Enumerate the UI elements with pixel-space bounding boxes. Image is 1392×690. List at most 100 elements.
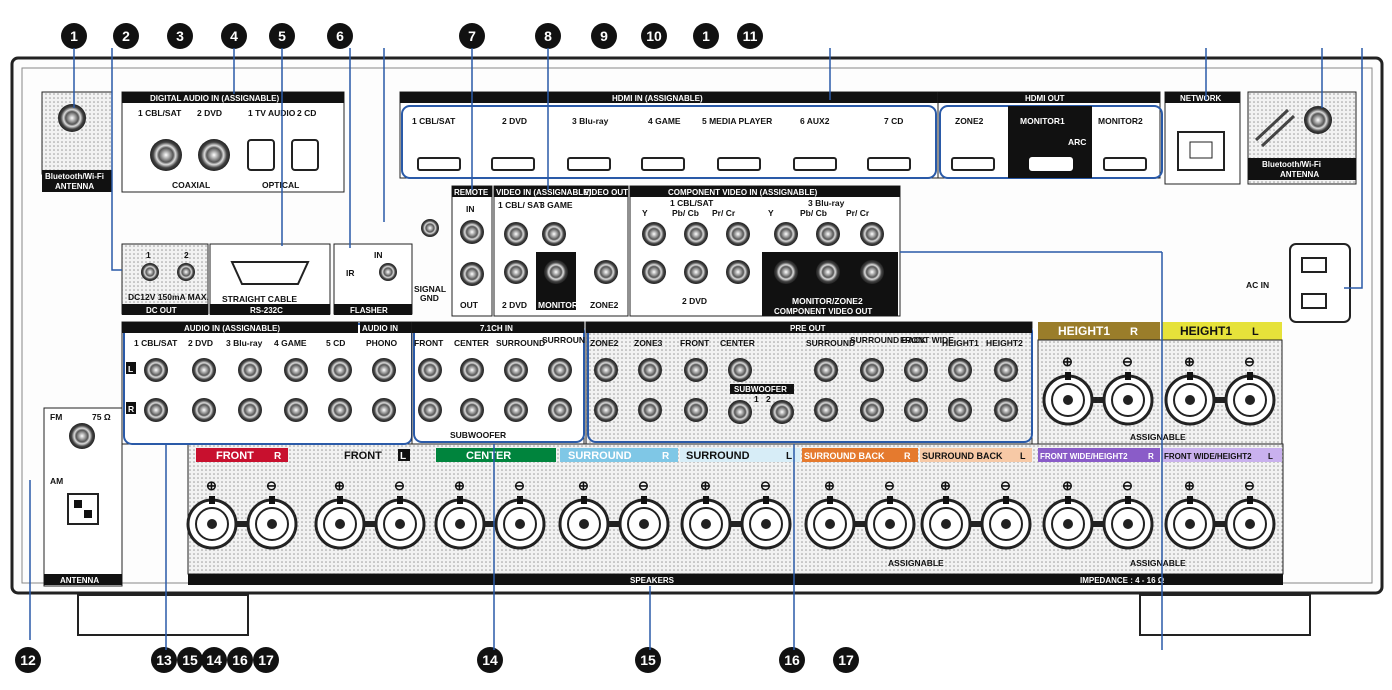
preout-jack-front-r[interactable] [684, 398, 708, 422]
video-jack-2[interactable] [504, 260, 528, 284]
callout-top-12 [737, 23, 763, 49]
comp-monitor-pr[interactable] [860, 260, 884, 284]
preout-jack-sub2[interactable] [770, 400, 794, 424]
video-jack-1[interactable] [504, 222, 528, 246]
video-monitor-jack[interactable] [544, 260, 568, 284]
optical-jack-1[interactable] [247, 139, 275, 171]
front-r-r: R [274, 451, 282, 462]
comp-jack-3y[interactable] [774, 222, 798, 246]
am-terminal[interactable] [67, 493, 99, 525]
preout-jack-zone2-l[interactable] [594, 358, 618, 382]
flasher-jack[interactable] [379, 263, 397, 281]
coaxial-jack-2[interactable] [198, 139, 230, 171]
leader-ac-in [1344, 48, 1363, 289]
audio-jack-4l[interactable] [284, 358, 308, 382]
front-r-minus-terminal-hole [267, 519, 277, 529]
surround-l-header [680, 448, 800, 462]
preout-jack-zone2-r[interactable] [594, 398, 618, 422]
comp-monitor-y[interactable] [774, 260, 798, 284]
preout-jack-h2-l[interactable] [994, 358, 1018, 382]
callout-top-11 [693, 23, 719, 49]
hdmi-out-port-monitor1[interactable] [1029, 157, 1073, 171]
ac-in-socket[interactable] [1289, 243, 1351, 323]
ch71-jack-sb-r[interactable] [548, 398, 572, 422]
audio-jack-2r[interactable] [192, 398, 216, 422]
preout-jack-front-l[interactable] [684, 358, 708, 382]
hdmi-port-5[interactable] [717, 157, 761, 171]
audio-jack-5l[interactable] [328, 358, 352, 382]
rs232c-label-bg [210, 304, 330, 315]
preout-jack-fw-l[interactable] [904, 358, 928, 382]
phono-jack-l[interactable] [372, 358, 396, 382]
comp-jack-2pb[interactable] [684, 260, 708, 284]
preout-jack-zone3-r[interactable] [638, 398, 662, 422]
audio-jack-3r[interactable] [238, 398, 262, 422]
bt-left-label1: Bluetooth/Wi-Fi [45, 172, 104, 181]
rs232c-port[interactable] [230, 261, 310, 285]
fm-jack[interactable] [69, 423, 95, 449]
remote-out-jack[interactable] [460, 262, 484, 286]
dc-jack-1[interactable] [141, 263, 159, 281]
audio-jack-1r[interactable] [144, 398, 168, 422]
coaxial-jack-1[interactable] [150, 139, 182, 171]
surround-l-l: L [786, 451, 792, 462]
center-plus-terminal-post [457, 496, 463, 504]
audio-jack-3l[interactable] [238, 358, 262, 382]
video-zone2-jack[interactable] [594, 260, 618, 284]
bt-antenna-right-jack[interactable] [1304, 106, 1332, 134]
component-in-2: 2 DVD [682, 296, 707, 306]
preout-sub2: 2 [766, 394, 771, 404]
preout-jack-sb-r[interactable] [860, 398, 884, 422]
phono-jack-r[interactable] [372, 398, 396, 422]
comp-jack-1y[interactable] [642, 222, 666, 246]
comp-jack-2y[interactable] [642, 260, 666, 284]
preout-jack-center[interactable] [728, 358, 752, 382]
remote-in-jack[interactable] [460, 220, 484, 244]
preout-jack-surround-r[interactable] [814, 398, 838, 422]
ch71-jack-surround-l[interactable] [504, 358, 528, 382]
preout-jack-sub1[interactable] [728, 400, 752, 424]
hdmi-port-1[interactable] [417, 157, 461, 171]
audio-jack-1l[interactable] [144, 358, 168, 382]
optical-jack-2[interactable] [291, 139, 319, 171]
hdmi-port-4[interactable] [641, 157, 685, 171]
comp-jack-2pr[interactable] [726, 260, 750, 284]
preout-jack-surround-l[interactable] [814, 358, 838, 382]
comp-jack-3pb[interactable] [816, 222, 840, 246]
ch71-jack-center[interactable] [460, 358, 484, 382]
audio-jack-5r[interactable] [328, 398, 352, 422]
bt-antenna-left-jack[interactable] [58, 104, 86, 132]
ch71-jack-front-l[interactable] [418, 358, 442, 382]
digital-in-4: 2 CD [297, 108, 316, 118]
comp-jack-1pr[interactable] [726, 222, 750, 246]
dc-jack-2[interactable] [177, 263, 195, 281]
hdmi-out-port-zone2[interactable] [951, 157, 995, 171]
hdmi-port-6[interactable] [793, 157, 837, 171]
preout-jack-h1-l[interactable] [948, 358, 972, 382]
hdmi-out-port-monitor2[interactable] [1103, 157, 1147, 171]
comp-jack-1pb[interactable] [684, 222, 708, 246]
signal-gnd-terminal[interactable] [421, 219, 439, 237]
network-jack-inner [1189, 141, 1213, 159]
hdmi-port-7[interactable] [867, 157, 911, 171]
comp-monitor-pb[interactable] [816, 260, 840, 284]
dc-label: DC OUT [146, 306, 177, 315]
ch71-jack-front-r[interactable] [418, 398, 442, 422]
comp-jack-3pr[interactable] [860, 222, 884, 246]
hdmi-port-2[interactable] [491, 157, 535, 171]
ch71-jack-sb-l[interactable] [548, 358, 572, 382]
fw-r-minus-terminal-post [1125, 496, 1131, 504]
video-jack-3[interactable] [542, 222, 566, 246]
preout-jack-h1-r[interactable] [948, 398, 972, 422]
audio-jack-2l[interactable] [192, 358, 216, 382]
surround-r-minus-terminal-post [641, 496, 647, 504]
ch71-jack-surround-r[interactable] [504, 398, 528, 422]
preout-jack-zone3-l[interactable] [638, 358, 662, 382]
preout-jack-fw-r[interactable] [904, 398, 928, 422]
audio-jack-4r[interactable] [284, 398, 308, 422]
hdmi-port-3[interactable] [567, 157, 611, 171]
preout-jack-h2-r[interactable] [994, 398, 1018, 422]
ch71-jack-subwoofer[interactable] [460, 398, 484, 422]
front-r-header [196, 448, 288, 462]
preout-jack-sb-l[interactable] [860, 358, 884, 382]
